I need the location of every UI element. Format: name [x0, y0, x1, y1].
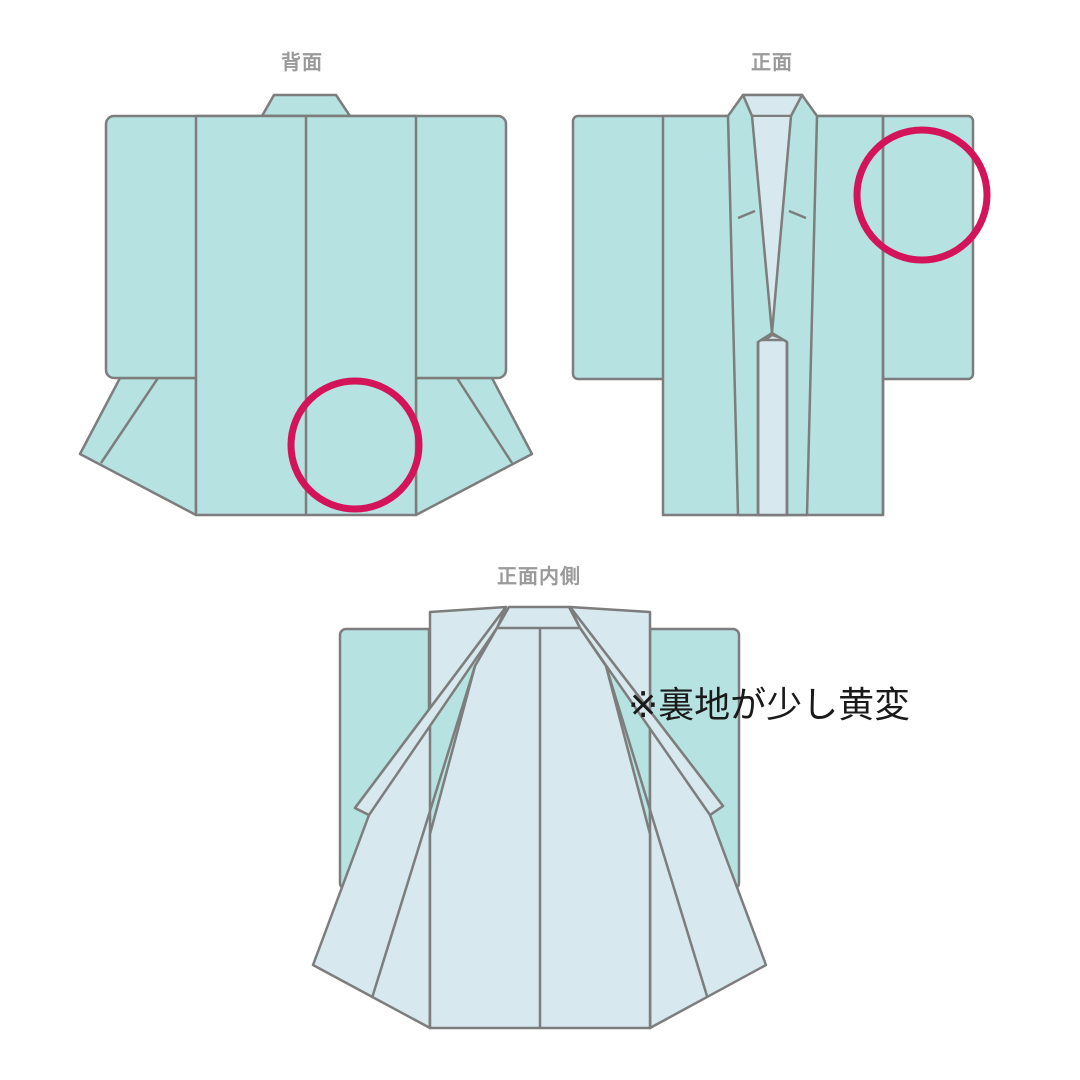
inside-view-label: 正面内側: [497, 564, 581, 588]
back-left-gusset: [78, 376, 198, 517]
lining-yellowing-note: ※裏地が少し黄変: [628, 685, 911, 726]
back-right-gusset: [414, 376, 534, 517]
front-view: [571, 93, 991, 517]
stain-marker-back: [287, 377, 423, 513]
inside-view: [311, 605, 768, 1030]
stain-marker-front: [853, 126, 991, 264]
front-view-label: 正面: [751, 50, 793, 74]
back-view: [78, 93, 534, 517]
back-view-label: 背面: [281, 50, 323, 74]
back-collar: [260, 93, 352, 118]
